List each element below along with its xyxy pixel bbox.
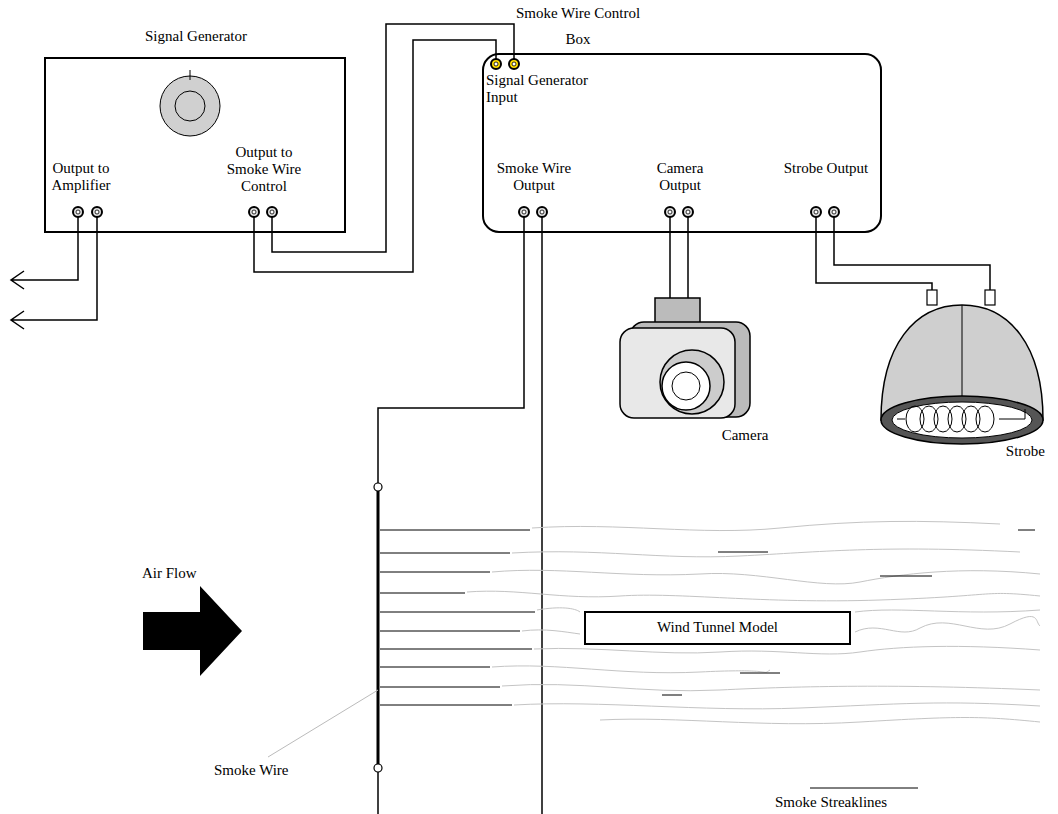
part-label: Smoke Streaklines (773, 794, 889, 811)
amplifier-wires (11, 212, 97, 329)
smoke-wire (268, 483, 382, 772)
control-box: Smoke Wire Control BoxSignal Generator I… (480, 0, 885, 240)
terminal-label: Signal Generator Input (486, 72, 616, 106)
model-box: Wind Tunnel Model (585, 612, 850, 644)
terminal-label: Output to Smoke Wire Control (218, 144, 310, 195)
streaklines (380, 530, 1035, 788)
terminal-label: Smoke Wire Output (488, 160, 580, 194)
component-label: Camera (710, 427, 780, 444)
leader-line (268, 690, 378, 757)
model-label: Wind Tunnel Model (585, 619, 850, 636)
camera: Camera (610, 290, 800, 450)
title: Signal Generator (40, 28, 352, 45)
terminal-label: Output to Amplifier (40, 160, 122, 194)
part-label: Smoke Wire (212, 762, 291, 779)
cable (816, 212, 990, 290)
terminal-label: Strobe Output (780, 160, 872, 177)
smoke-wire-leads (378, 212, 542, 814)
shape-outline (40, 28, 352, 238)
cable (670, 212, 688, 298)
signal-generator: Signal GeneratorOutput to Amplifier Outpu… (40, 28, 352, 238)
airflow-arrow (143, 586, 242, 676)
cable (254, 24, 514, 272)
terminal-label: Camera Output (634, 160, 726, 194)
strobe: Strobe (875, 285, 1053, 475)
shape-outline (480, 0, 885, 240)
title: Smoke Wire Control Box (508, 0, 648, 52)
shape-outline (610, 290, 800, 450)
component-label: Strobe (983, 443, 1045, 460)
flow-label: Air Flow (140, 565, 199, 582)
